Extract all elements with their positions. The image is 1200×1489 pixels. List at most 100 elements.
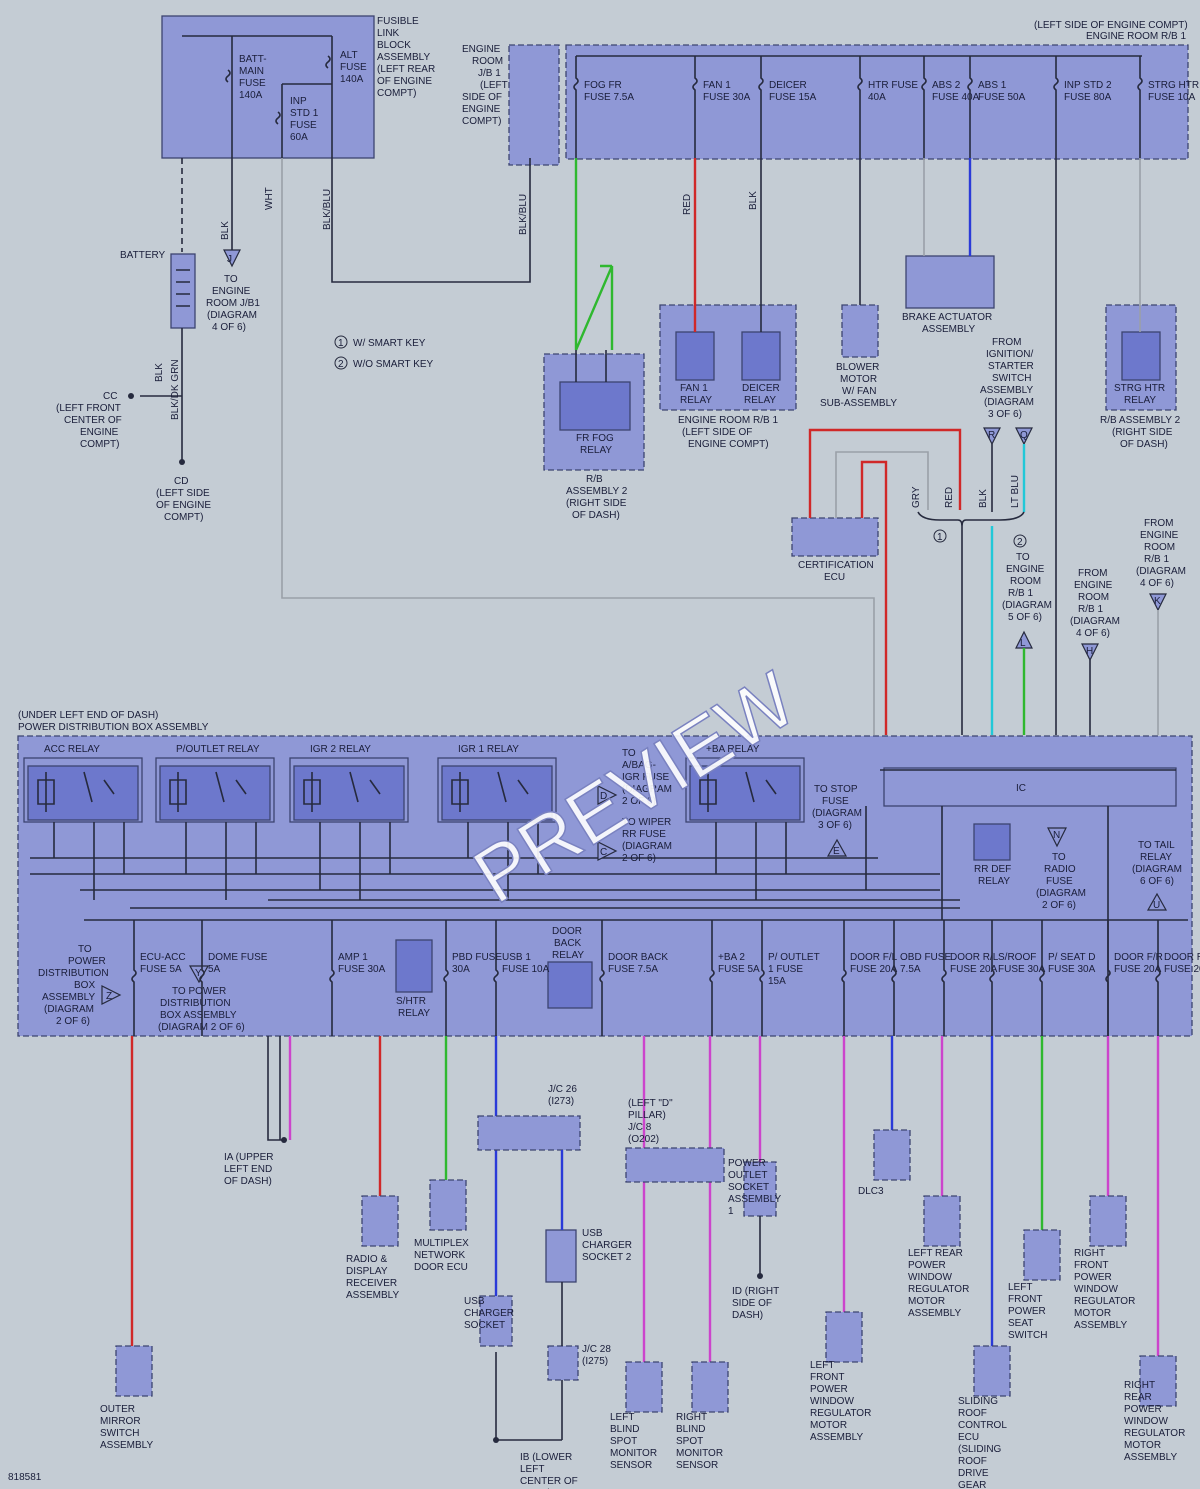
svg-text:1: 1 bbox=[937, 532, 943, 543]
component-usb_socket2[interactable] bbox=[545, 1229, 577, 1283]
door-back-relay[interactable] bbox=[547, 961, 593, 1009]
battery[interactable] bbox=[170, 253, 196, 329]
component-dlc3[interactable] bbox=[873, 1129, 911, 1181]
svg-text:BLK: BLK bbox=[978, 489, 989, 508]
diagram-id: 818581 bbox=[8, 1472, 42, 1483]
pdb-fuse-wire bbox=[989, 920, 995, 1036]
svg-text:2: 2 bbox=[338, 359, 344, 370]
svg-text:LT BLU: LT BLU bbox=[1010, 475, 1021, 508]
svg-text:(LEFT SIDE OF ENGINE COMPT)ENG: (LEFT SIDE OF ENGINE COMPT)ENGINE ROOM R… bbox=[1034, 20, 1188, 42]
component-usb_socket[interactable] bbox=[479, 1295, 513, 1347]
certification-ecu[interactable] bbox=[791, 517, 879, 557]
rb1-fuse-wire bbox=[692, 56, 698, 158]
rb1-fuse-wire bbox=[857, 56, 863, 158]
pdb-fuse-wire bbox=[443, 920, 449, 1036]
brake-actuator-assembly[interactable] bbox=[905, 255, 995, 309]
component-jc8[interactable] bbox=[625, 1147, 725, 1183]
component-outer_mirror[interactable] bbox=[115, 1345, 153, 1397]
component-left_rear_pwr[interactable] bbox=[923, 1195, 961, 1247]
svg-text:E: E bbox=[833, 846, 840, 857]
connector-J-marker bbox=[223, 249, 241, 268]
component-sliding_roof[interactable] bbox=[973, 1345, 1011, 1397]
engine-room-jb1[interactable] bbox=[508, 44, 560, 166]
svg-text:N: N bbox=[1053, 830, 1060, 841]
component-right_bsm[interactable] bbox=[691, 1361, 729, 1413]
pdb-relay-label-1: P/OUTLET RELAY bbox=[176, 744, 260, 755]
blower-motor[interactable] bbox=[841, 304, 879, 358]
rr-def-relay[interactable] bbox=[973, 823, 1011, 861]
fusible-link-block[interactable] bbox=[161, 15, 375, 159]
component-left_front_pwr[interactable] bbox=[825, 1311, 863, 1363]
pdb-fuse-wire bbox=[1105, 920, 1111, 1036]
svg-text:GRY: GRY bbox=[911, 486, 922, 508]
component-radio[interactable] bbox=[361, 1195, 399, 1247]
component-jc28[interactable] bbox=[547, 1345, 579, 1381]
ic-block[interactable] bbox=[883, 767, 1177, 807]
svg-text:WHT: WHT bbox=[264, 187, 275, 210]
rb1-fuse-wire bbox=[967, 56, 973, 158]
pdb-relay-label-3: IGR 1 RELAY bbox=[458, 744, 519, 755]
component-left_bsm[interactable] bbox=[625, 1361, 663, 1413]
svg-text:Q: Q bbox=[1020, 430, 1028, 441]
pdb-fuse-wire bbox=[599, 920, 605, 1036]
component-multiplex[interactable] bbox=[429, 1179, 467, 1231]
pdb-fuse-wire bbox=[709, 920, 715, 1036]
component-right_rear_pwr[interactable] bbox=[1139, 1355, 1177, 1407]
shtr-relay[interactable] bbox=[395, 939, 433, 993]
svg-text:BLK/DK GRN: BLK/DK GRN bbox=[170, 359, 181, 420]
svg-text:BLK/BLU: BLK/BLU bbox=[518, 194, 529, 235]
label-jc28: J/C 28(I275) bbox=[582, 1344, 611, 1367]
component-right_front_pwr[interactable] bbox=[1089, 1195, 1127, 1247]
rb1-fuse-wire bbox=[758, 56, 764, 158]
component-left_front_seat[interactable] bbox=[1023, 1229, 1061, 1281]
svg-text:L: L bbox=[1020, 638, 1026, 649]
engine-room-rb1[interactable] bbox=[565, 44, 1189, 160]
component-jc26[interactable] bbox=[477, 1115, 581, 1151]
svg-text:C: C bbox=[600, 847, 607, 858]
pdb-fuse-wire bbox=[891, 920, 897, 1036]
svg-text:(UNDER LEFT END OF DASH)POWER: (UNDER LEFT END OF DASH)POWER DISTRIBUTI… bbox=[18, 710, 209, 733]
svg-text:2: 2 bbox=[1017, 537, 1023, 548]
svg-text:Y: Y bbox=[195, 968, 202, 979]
